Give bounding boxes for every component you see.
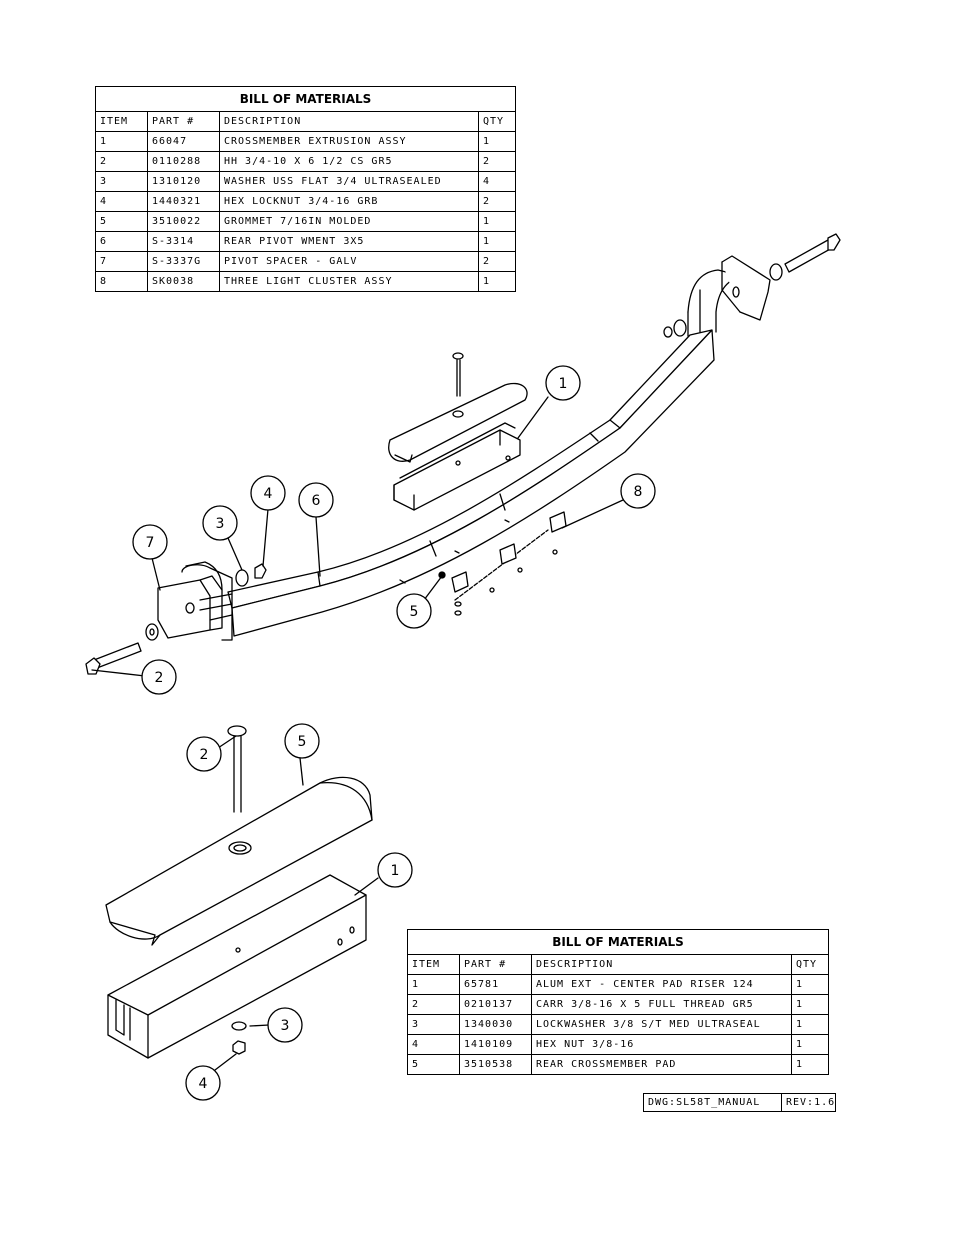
revision: REV:1.6 <box>780 1093 837 1112</box>
grommet <box>438 571 446 579</box>
crossmember-pad-top <box>388 382 528 463</box>
carriage-bolt-detail <box>227 725 247 813</box>
washer-right <box>769 263 783 281</box>
crossmember-beam <box>227 329 715 637</box>
hex-nut-detail <box>232 1040 246 1055</box>
balloon-2: 2 <box>200 747 209 763</box>
light-cluster <box>451 511 567 616</box>
washer-left-2 <box>235 569 249 587</box>
balloon-6: 6 <box>312 493 321 509</box>
crossmember-pad-detail <box>105 776 373 946</box>
leader-lines <box>91 396 624 1071</box>
header-qty: QTY <box>791 954 829 975</box>
balloon-7: 7 <box>146 535 155 551</box>
item-number: 5 <box>407 1054 460 1075</box>
balloon-4: 4 <box>264 486 273 502</box>
item-balloons-bottom: 1 2 3 4 5 <box>185 723 413 1101</box>
bom-title: BILL OF MATERIALS <box>407 929 829 955</box>
quantity: 1 <box>478 271 516 292</box>
lock-nut-left <box>254 563 267 579</box>
title-block: DWG:SL58T_MANUAL REV:1.6 <box>643 1093 837 1112</box>
carriage-bolt-top <box>452 352 464 397</box>
washer-left <box>145 623 159 641</box>
balloon-3: 3 <box>216 516 225 532</box>
balloon-5: 5 <box>410 604 419 620</box>
part-number: SK0038 <box>147 271 220 292</box>
balloon-1: 1 <box>391 863 400 879</box>
washer-left-hole <box>149 628 155 636</box>
balloon-5: 5 <box>298 734 307 750</box>
bom-header-row: ITEM PART # DESCRIPTION QTY <box>95 111 516 132</box>
item-balloons-top: 1 2 3 4 5 6 7 8 <box>132 365 656 695</box>
lock-nut-right <box>663 326 673 338</box>
quantity: 1 <box>791 1054 829 1075</box>
balloon-3: 3 <box>281 1018 290 1034</box>
bom-table-bottom: BILL OF MATERIALS ITEM PART # DESCRIPTIO… <box>407 929 829 1075</box>
hex-bolt-right <box>784 233 841 273</box>
balloon-4: 4 <box>199 1076 208 1092</box>
hex-bolt-left <box>85 642 142 675</box>
bom-table-top: BILL OF MATERIALS ITEM PART # DESCRIPTIO… <box>95 86 516 292</box>
center-pad-riser-top <box>393 422 521 511</box>
center-pad-riser-detail <box>107 874 367 1059</box>
balloon-1: 1 <box>559 376 568 392</box>
part-description: REAR CROSSMEMBER PAD <box>531 1054 792 1075</box>
washer-right-2 <box>673 319 687 337</box>
balloon-2: 2 <box>155 670 164 686</box>
lockwasher-detail <box>231 1021 247 1031</box>
rear-pivot-right <box>687 255 771 337</box>
rear-pivot-left <box>157 561 233 641</box>
balloon-8: 8 <box>634 484 643 500</box>
